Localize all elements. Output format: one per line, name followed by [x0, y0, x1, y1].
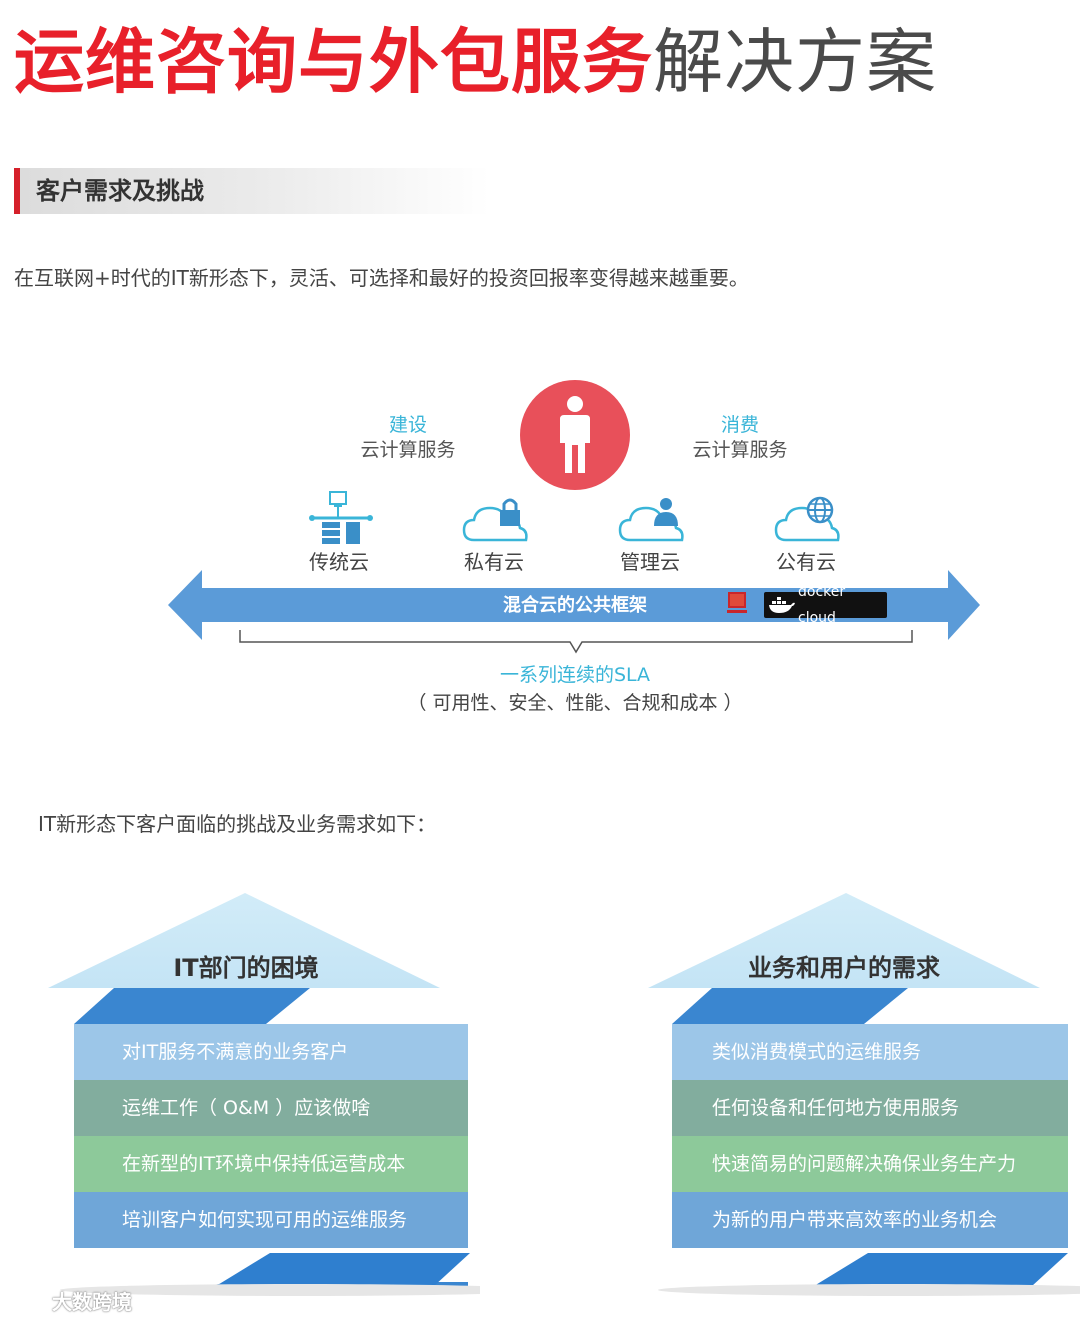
- server-network-icon: [308, 490, 378, 548]
- consume-label: 消费: [720, 414, 759, 436]
- cloud-globe-icon: [774, 492, 844, 550]
- left-row-4: 培训客户如何实现可用的运维服务: [74, 1192, 468, 1248]
- red-vendor-logo-icon: [726, 590, 748, 616]
- docker-cloud-logo: docker cloud: [764, 584, 887, 626]
- brace-bracket: [239, 630, 913, 654]
- section-heading: 客户需求及挑战: [36, 177, 204, 205]
- right-house-title: 业务和用户的需求: [748, 954, 940, 982]
- page-title: 运维咨询与外包服务解决方案: [14, 14, 937, 103]
- right-row-2: 任何设备和任何地方使用服务: [672, 1080, 1068, 1136]
- cloud-label-public: 公有云: [776, 550, 836, 574]
- person-icon: [560, 396, 590, 473]
- right-row-4: 为新的用户带来高效率的业务机会: [672, 1192, 1068, 1248]
- section-heading-background: [20, 168, 490, 214]
- right-house-rows: 类似消费模式的运维服务 任何设备和任何地方使用服务 快速简易的问题解决确保业务生…: [672, 1024, 1068, 1248]
- consume-service-label: 云计算服务: [692, 439, 788, 461]
- title-gray-part: 解决方案: [653, 20, 937, 103]
- left-row-1: 对IT服务不满意的业务客户: [74, 1024, 468, 1080]
- left-house-title: IT部门的困境: [173, 954, 319, 982]
- watermark-logo-icon: [12, 1291, 46, 1310]
- sla-title: 一系列连续的SLA: [499, 664, 651, 686]
- sla-detail: （ 可用性、安全、性能、合规和成本 ）: [407, 692, 743, 714]
- right-row-1: 类似消费模式的运维服务: [672, 1024, 1068, 1080]
- build-service-label: 云计算服务: [360, 439, 456, 461]
- intro-paragraph: 在互联网+时代的IT新形态下，灵活、可选择和最好的投资回报率变得越来越重要。: [14, 266, 749, 290]
- title-red-part: 运维咨询与外包服务: [14, 20, 653, 103]
- cloud-label-traditional: 传统云: [309, 550, 369, 574]
- cloud-label-private: 私有云: [464, 550, 524, 574]
- left-row-2: 运维工作（ O&M ）应该做啥: [74, 1080, 468, 1136]
- watermark: 大数跨境: [12, 1286, 132, 1315]
- person-icon-circle: [520, 380, 630, 490]
- cloud-lock-icon: [462, 492, 532, 550]
- challenges-intro: IT新形态下客户面临的挑战及业务需求如下：: [38, 812, 437, 836]
- cloud-label-managed: 管理云: [620, 550, 680, 574]
- watermark-text: 大数跨境: [52, 1290, 132, 1314]
- right-house-shape: [648, 893, 1080, 1296]
- double-arrow-icon: [168, 570, 980, 640]
- cloud-user-icon: [618, 492, 688, 550]
- right-row-3: 快速简易的问题解决确保业务生产力: [672, 1136, 1068, 1192]
- left-house-shape: [48, 893, 480, 1296]
- section-heading-accent: [14, 168, 20, 214]
- docker-cloud-label: docker cloud: [798, 584, 846, 626]
- hybrid-cloud-label: 混合云的公共框架: [503, 595, 647, 616]
- left-row-3: 在新型的IT环境中保持低运营成本: [74, 1136, 468, 1192]
- docker-whale-icon: [769, 597, 795, 613]
- left-house-rows: 对IT服务不满意的业务客户 运维工作（ O&M ）应该做啥 在新型的IT环境中保…: [74, 1024, 468, 1248]
- build-label: 建设: [388, 414, 427, 436]
